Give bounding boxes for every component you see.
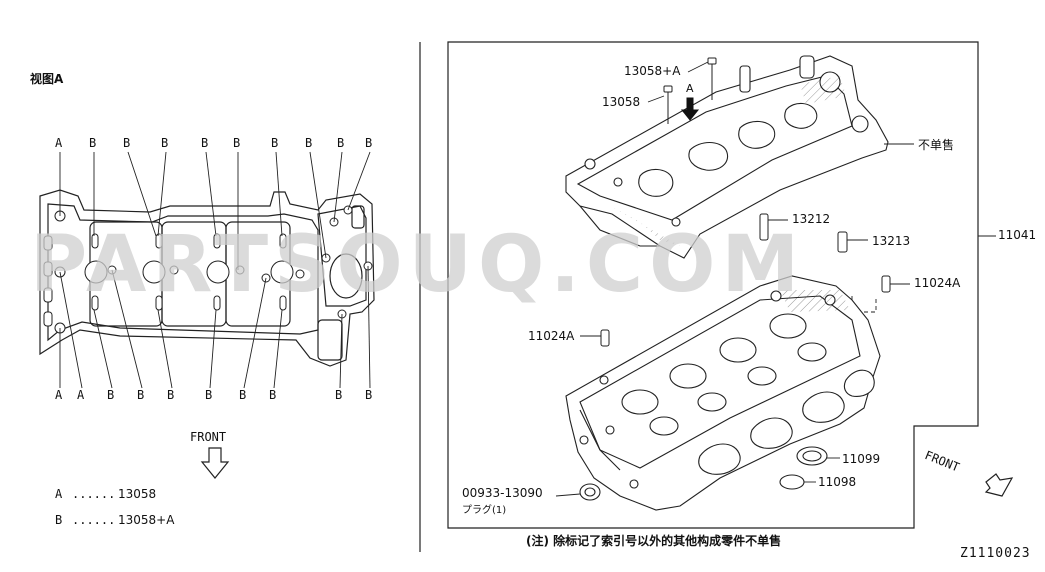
legend-dots-b: ...... — [72, 513, 116, 527]
legend-letter-b: B — [55, 513, 63, 527]
not-sold-separately-label: 不单售 — [918, 138, 955, 152]
front-label-left: FRONT — [190, 430, 227, 444]
letter-bottom-6: B — [205, 388, 213, 402]
letter-top-10: B — [365, 136, 373, 150]
letter-top-6: B — [233, 136, 241, 150]
bolts-drawing — [663, 57, 717, 124]
letter-top-8: B — [305, 136, 313, 150]
letter-top-4: B — [161, 136, 169, 150]
front-arrow-right — [984, 473, 1014, 497]
letter-bottom-2: A — [77, 388, 85, 402]
letter-bottom-9: B — [335, 388, 343, 402]
right-frame — [447, 41, 979, 529]
legend-dots-a: ...... — [72, 487, 116, 501]
part-13212[interactable]: 13212 — [792, 212, 831, 226]
footnote: (注) 除标记了索引号以外的其他构成零件不单售 — [526, 534, 782, 548]
view-a-leaders-bottom — [59, 265, 371, 389]
part-13058-plus-a[interactable]: 13058+A — [624, 64, 681, 78]
leaders-lower — [555, 457, 840, 497]
legend-part-b: 13058+A — [118, 513, 175, 527]
watermark: PARTSOUQ.COM — [30, 220, 806, 310]
legend-letter-a: A — [55, 487, 63, 501]
letter-top-3: B — [123, 136, 131, 150]
view-a-holes — [43, 205, 373, 334]
part-13058[interactable]: 13058 — [602, 95, 641, 109]
dowel-pins — [600, 213, 891, 347]
front-arrow-left — [200, 447, 230, 479]
part-11024a-left[interactable]: 11024A — [528, 329, 575, 343]
cylinder-head-drawing — [565, 275, 881, 511]
view-marker-a: A — [686, 82, 694, 95]
part-13213[interactable]: 13213 — [872, 234, 911, 248]
leaders-upper — [647, 61, 914, 145]
letter-bottom-7: B — [239, 388, 247, 402]
letter-bottom-8: B — [269, 388, 277, 402]
letter-bottom-10: B — [365, 388, 373, 402]
plug-label: プラグ(1) — [462, 505, 507, 516]
part-11098[interactable]: 11098 — [818, 475, 857, 489]
letter-top-1: A — [55, 136, 63, 150]
part-11099[interactable]: 11099 — [842, 452, 881, 466]
part-00933-13090[interactable]: 00933-13090 — [462, 486, 543, 500]
letter-top-7: B — [271, 136, 279, 150]
letter-bottom-4: B — [137, 388, 145, 402]
cam-bracket-drawing — [565, 55, 889, 259]
part-11041[interactable]: 11041 — [998, 228, 1037, 242]
view-a-leaders-top — [59, 151, 371, 270]
part-11024a-right[interactable]: 11024A — [914, 276, 961, 290]
legend-part-a: 13058 — [118, 487, 157, 501]
letter-bottom-5: B — [167, 388, 175, 402]
letter-top-2: B — [89, 136, 97, 150]
letter-bottom-1: A — [55, 388, 63, 402]
figure-code: Z1110023 — [960, 546, 1031, 561]
letter-top-9: B — [337, 136, 345, 150]
view-a-arrow — [680, 97, 700, 121]
letter-top-5: B — [201, 136, 209, 150]
letter-bottom-3: B — [107, 388, 115, 402]
view-title: 视图A — [30, 72, 64, 86]
